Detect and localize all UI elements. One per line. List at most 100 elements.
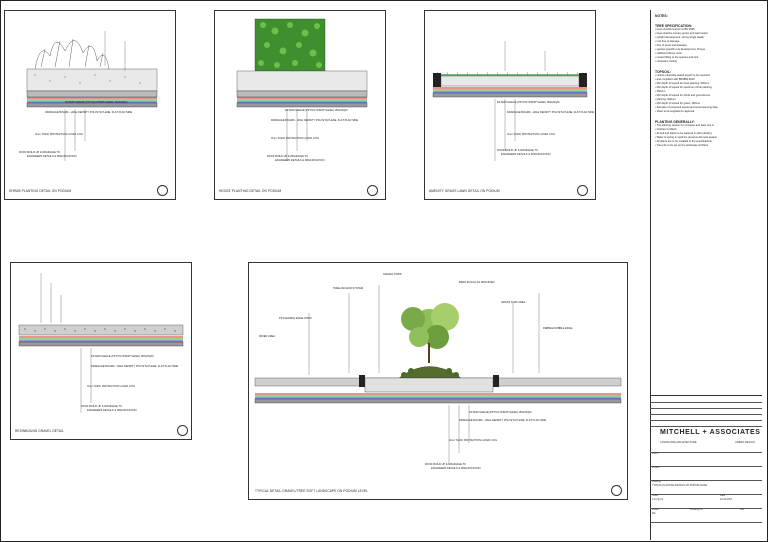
topsoil-layer xyxy=(26,68,158,92)
note-roof-buildup: ROOF BUILD UP & DRAINAGE TO xyxy=(267,155,309,158)
note-drainage-board: DRAINAGE BOARD - HIGH DENSITY POLYETHYLE… xyxy=(45,111,133,114)
detail-title: HEDGE PLANTING DETAIL ON PODIUM xyxy=(219,189,282,193)
scale-label: Scale xyxy=(652,494,658,497)
notes-title: NOTES: xyxy=(655,14,668,18)
planting-list: • The planting season for container and … xyxy=(655,124,718,148)
notes-block: NOTES: TREE SPECIFICATION: • trees shoul… xyxy=(655,14,718,148)
note-drainage-board: DRAINAGE BOARD - HIGH DENSITY POLYETHYLE… xyxy=(459,419,547,422)
detail-panel-shrub: FILTER FLEECE (PP POLYPROPYLENE) 150G/SQ… xyxy=(4,10,176,200)
note-drainage-board: DRAINAGE BOARD - HIGH DENSITY POLYETHYLE… xyxy=(507,111,595,114)
note-gravel-strip: GRAVEL STRIP xyxy=(383,273,402,276)
note-item: • sheet to be supplied for approval xyxy=(655,110,695,113)
drawn-label: Drawn xyxy=(652,508,659,511)
note-item: • Samples of proposed topsoil and accomp… xyxy=(655,106,718,109)
detail-panel-hedge: FILTER FLEECE (PP POLYPROPYLENE) 150G/SQ… xyxy=(214,10,386,200)
tree-canopy xyxy=(401,303,459,349)
hedge-section-drawing xyxy=(236,18,368,161)
topsoil-layer xyxy=(440,75,580,87)
scale-marker xyxy=(611,485,622,496)
detail-title: SHRUB PLANTING DETAIL ON PODIUM xyxy=(9,189,72,193)
note-engineers: ENGINEERS DETAILS & SPECIFICATION xyxy=(87,409,137,412)
deck-structure xyxy=(26,102,158,108)
tree-spec-list: • trees should conform to BS 3936• trees… xyxy=(655,28,718,64)
note-filter-fleece: FILTER FLEECE (PP POLYPROPYLENE) 150G/SQ… xyxy=(91,355,154,358)
note-item: • nested lifting to the species and size xyxy=(655,56,699,59)
note-engineers: ENGINEERS DETAILS & SPECIFICATION xyxy=(27,155,77,158)
title-block xyxy=(650,395,762,541)
note-item: • trees shall be nursery grown and well … xyxy=(655,32,708,35)
note-grass-turf: GRASS TURF AREA xyxy=(501,301,526,304)
edge-block-left xyxy=(433,73,441,87)
drawing-label: Drawing xyxy=(652,480,661,483)
office-logo-text: MITCHELL + ASSOCIATES xyxy=(660,429,761,436)
drawing-number-label: Drawing No. xyxy=(690,508,704,511)
topsoil-layer xyxy=(236,70,368,92)
note-filter-fleece: FILTER FLEECE (PP POLYPROPYLENE) 150G/SQ… xyxy=(285,109,348,112)
drawn-value: MA xyxy=(652,512,656,515)
hedge-foliage xyxy=(254,18,326,72)
edge-block-right xyxy=(579,73,587,87)
note-item: • root free of damage xyxy=(655,40,680,43)
planting-title: PLANTING GENERALLY: xyxy=(655,120,695,124)
concrete-slab xyxy=(236,90,368,98)
note-item: • 450mm xyxy=(655,90,666,93)
note-pebble-edge: PEBBLE/COBBLE EDGE xyxy=(543,327,573,330)
note-protection-layer: 3mm THICK PROTECTION LAYER, FOIL xyxy=(35,133,84,136)
note-filter-fleece: FILTER FLEECE (PP POLYPROPYLENE) 150G/SQ… xyxy=(497,101,560,104)
note-item: • consistent rooting xyxy=(655,60,677,63)
note-roof-buildup: ROOF BUILD UP & DRAINAGE TO xyxy=(81,405,123,408)
scale-marker xyxy=(177,425,188,436)
topsoil-title: TOPSOIL: xyxy=(655,70,671,74)
note-item: • species specific root development, fil… xyxy=(655,48,706,51)
detail-title: TYPICAL DETAIL GRAVEL/TREE SOFT LANDSCAP… xyxy=(255,489,369,493)
tagline-text: URBAN DESIGN xyxy=(735,441,755,444)
note-pp-edge: PP FLEXIBLE EDGE STRIP xyxy=(279,317,312,320)
scale-marker xyxy=(577,185,588,196)
shrub-section-drawing xyxy=(26,31,158,161)
detail-panel-lawn: FILTER FLEECE (PP POLYPROPYLENE) 150G/SQ… xyxy=(424,10,596,200)
tree-spec-title: TREE SPECIFICATION: xyxy=(655,24,693,28)
note-engineers: ENGINEERS DETAILS & SPECIFICATION xyxy=(501,153,551,156)
scale-marker xyxy=(367,185,378,196)
note-item: • planting: 300mm xyxy=(655,98,676,101)
drawing-title: TYPICAL PLANTING DETAILS ON PODIUM LEVEL xyxy=(652,484,708,487)
edge-block-left xyxy=(359,375,365,387)
note-item: • All plants are to be installed to the … xyxy=(655,140,712,143)
deck-structure xyxy=(236,102,368,108)
notes-column: NOTES: TREE SPECIFICATION: • trees shoul… xyxy=(650,10,763,540)
note-item: • Unless otherwise stated topsoil to be … xyxy=(655,74,710,77)
note-item: • free of pests and diseases xyxy=(655,44,687,47)
note-item: • Min depth of topsoil for trees plantin… xyxy=(655,82,710,85)
detail-title: AMENITY GRASS LAWN DETAIL ON PODIUM xyxy=(429,189,500,193)
note-item: • sufficient fibrous roots xyxy=(655,52,682,55)
note-item: • Min depth of topsoil for shrub and gro… xyxy=(655,94,711,97)
note-item: • and compliant with BS3882:2015 xyxy=(655,78,695,81)
date-label: Date xyxy=(720,494,726,497)
note-item: • Min depth of topsoil for grass: 150mm xyxy=(655,102,701,105)
discipline-text: LANDSCAPE ARCHITECTURE xyxy=(660,441,697,444)
note-item: • The planting season for container and … xyxy=(655,124,714,127)
lawn-section-drawing xyxy=(432,41,588,161)
note-roof-buildup: ROOF BUILD UP & DRAINAGE TO xyxy=(19,151,61,154)
scale-marker xyxy=(157,185,168,196)
detail-panel-tree: PP FLEXIBLE EDGE STRIP GRAVEL STRIP GRAS… xyxy=(248,262,628,500)
note-item: • Min depth of topsoil for specimen shru… xyxy=(655,86,712,89)
note-item: • Water to spring in spell the previous … xyxy=(655,136,718,139)
note-roof-buildup: ROOF BUILD UP & DRAINAGE TO xyxy=(425,463,467,466)
note-paver: PAVER AREA xyxy=(259,335,276,338)
note-engineers: ENGINEERS DETAILS & SPECIFICATION xyxy=(431,467,481,470)
note-tree-anchor: TREE ANCHOR SYSTEM xyxy=(333,287,364,290)
note-protection-layer: 3mm THICK PROTECTION LAYER, FOIL xyxy=(449,439,498,442)
client-label: Client xyxy=(652,452,659,455)
note-protection-layer: 3mm THICK PROTECTION LAYER, FOIL xyxy=(507,133,556,136)
note-drainage-board: DRAINAGE BOARD - HIGH DENSITY POLYETHYLE… xyxy=(91,365,179,368)
note-drainage-board: DRAINAGE BOARD - HIGH DENSITY POLYETHYLE… xyxy=(271,119,359,122)
gravel-section-drawing xyxy=(18,273,184,413)
concrete-slab xyxy=(26,90,158,98)
tree-section-drawing xyxy=(254,285,622,463)
detail-title: RESINBOUND GRAVEL DETAIL xyxy=(15,429,64,433)
date-value: 22.03.2016 xyxy=(720,498,732,501)
gravel-surface xyxy=(18,324,184,336)
revision-label: Rev xyxy=(740,508,745,511)
